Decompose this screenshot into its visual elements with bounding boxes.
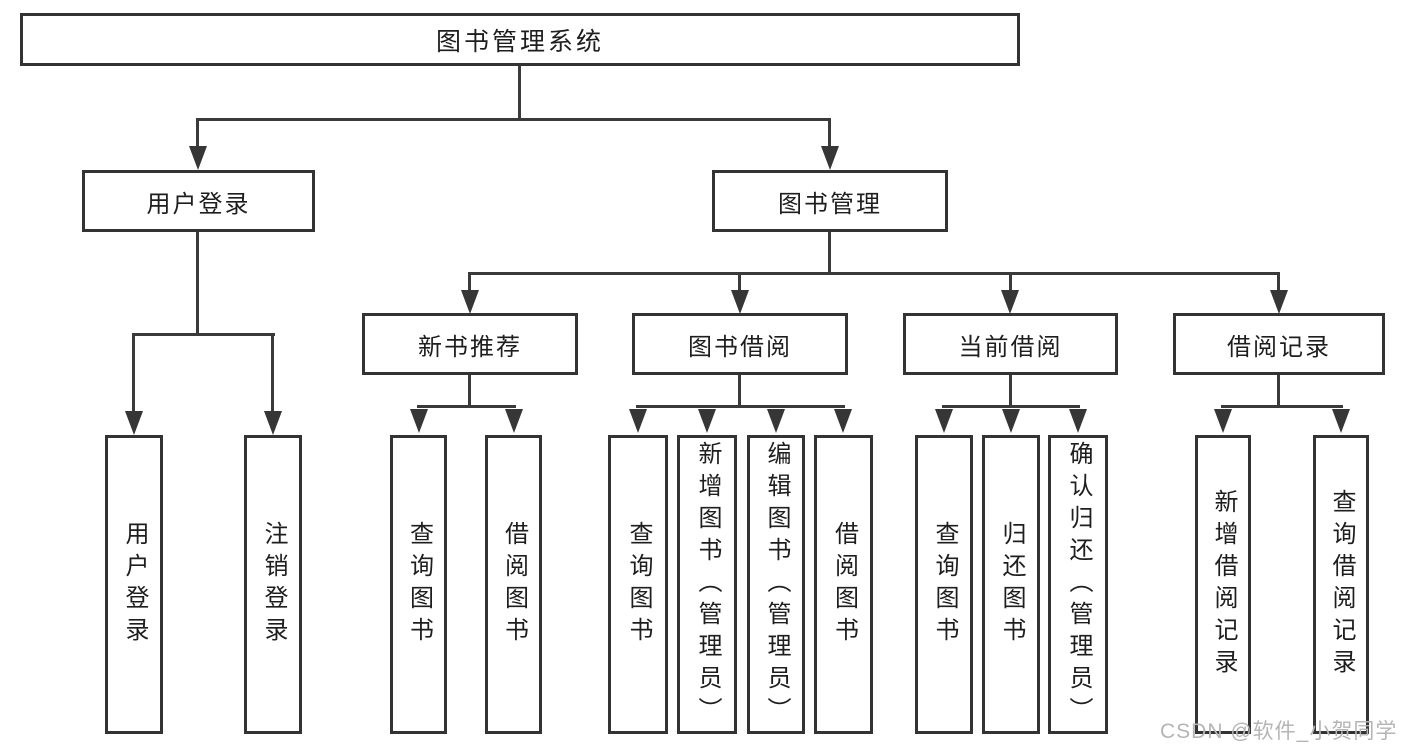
connector-hline: [1221, 405, 1343, 408]
leaf-label: 查询图书: [931, 520, 958, 649]
connector-vline: [196, 118, 199, 148]
leaf-borrow-books: 借阅图书: [814, 435, 873, 734]
leaf-add-books-admin: 新增图书（管理员）: [677, 435, 737, 734]
leaf-query-books: 查询图书: [390, 435, 447, 734]
node-book-management: 图书管理: [712, 170, 948, 232]
arrowhead-down-icon: [731, 290, 749, 314]
node-label: 图书借阅: [688, 333, 792, 361]
node-label: 用户登录: [146, 190, 251, 218]
arrowhead-down-icon: [125, 411, 143, 435]
leaf-label: 确认归还（管理员）: [1065, 440, 1092, 729]
arrowhead-down-icon: [834, 409, 852, 433]
node-label: 当前借阅: [958, 333, 1063, 361]
arrowhead-down-icon: [1332, 409, 1350, 433]
leaf-borrow-books: 借阅图书: [485, 435, 542, 734]
leaf-logout: 注销登录: [244, 435, 302, 734]
connector-vline: [196, 232, 199, 336]
node-library-management-system: 图书管理系统: [20, 13, 1020, 66]
leaf-label: 查询图书: [625, 520, 652, 649]
connector-vline: [1277, 272, 1280, 292]
leaf-label: 归还图书: [998, 520, 1025, 649]
leaf-label: 新增借阅记录: [1210, 488, 1237, 681]
leaf-label: 注销登录: [260, 520, 287, 649]
leaf-label: 查询借阅记录: [1328, 488, 1355, 681]
node-label: 新书推荐: [418, 333, 522, 361]
connector-vline: [468, 375, 471, 408]
watermark: CSDN @软件_小贺同学: [1160, 720, 1398, 743]
connector-vline: [1277, 375, 1280, 408]
connector-vline: [828, 118, 831, 148]
arrowhead-down-icon: [821, 146, 839, 170]
leaf-label: 编辑图书（管理员）: [763, 440, 790, 729]
connector-hline: [942, 405, 1080, 408]
leaf-label: 新增图书（管理员）: [694, 440, 721, 729]
connector-hline: [468, 272, 1280, 275]
connector-vline: [738, 272, 741, 292]
node-label: 图书管理: [778, 190, 882, 218]
connector-vline: [1009, 375, 1012, 408]
node-current-borrowing: 当前借阅: [903, 313, 1118, 375]
arrowhead-down-icon: [1001, 290, 1019, 314]
node-label: 图书管理系统: [435, 27, 604, 56]
node-borrowing-records: 借阅记录: [1173, 313, 1385, 375]
connector-vline: [1009, 272, 1012, 292]
leaf-label: 用户登录: [121, 520, 148, 649]
connector-vline: [468, 272, 471, 292]
leaf-query-books: 查询图书: [915, 435, 973, 734]
connector-vline: [738, 375, 741, 408]
node-new-book-recommendation: 新书推荐: [362, 313, 578, 375]
connector-vline: [518, 66, 521, 118]
arrowhead-down-icon: [629, 409, 647, 433]
node-book-borrowing: 图书借阅: [632, 313, 848, 375]
arrowhead-down-icon: [935, 409, 953, 433]
connector-hline: [132, 333, 275, 336]
connector-hline: [197, 118, 831, 121]
arrowhead-down-icon: [264, 411, 282, 435]
arrowhead-down-icon: [189, 146, 207, 170]
leaf-user-login: 用户登录: [105, 435, 163, 734]
leaf-query-borrow-record: 查询借阅记录: [1313, 435, 1369, 734]
leaf-confirm-return-admin: 确认归还（管理员）: [1048, 435, 1108, 734]
connector-hline: [417, 405, 516, 408]
node-label: 借阅记录: [1227, 333, 1331, 361]
arrowhead-down-icon: [767, 409, 785, 433]
leaf-edit-books-admin: 编辑图书（管理员）: [747, 435, 805, 734]
arrowhead-down-icon: [410, 409, 428, 433]
node-user-login: 用户登录: [82, 170, 315, 232]
connector-vline: [828, 232, 831, 274]
arrowhead-down-icon: [461, 290, 479, 314]
arrowhead-down-icon: [505, 409, 523, 433]
arrowhead-down-icon: [1069, 409, 1087, 433]
connector-vline: [132, 333, 135, 415]
leaf-label: 查询图书: [405, 520, 433, 649]
arrowhead-down-icon: [1270, 290, 1288, 314]
arrowhead-down-icon: [698, 409, 716, 433]
leaf-label: 借阅图书: [500, 520, 528, 649]
leaf-return-books: 归还图书: [982, 435, 1040, 734]
leaf-query-books: 查询图书: [608, 435, 668, 734]
connector-vline: [271, 333, 274, 415]
leaf-label: 借阅图书: [830, 520, 858, 649]
arrowhead-down-icon: [1214, 409, 1232, 433]
connector-hline: [636, 405, 845, 408]
arrowhead-down-icon: [1002, 409, 1020, 433]
leaf-add-borrow-record: 新增借阅记录: [1195, 435, 1251, 734]
